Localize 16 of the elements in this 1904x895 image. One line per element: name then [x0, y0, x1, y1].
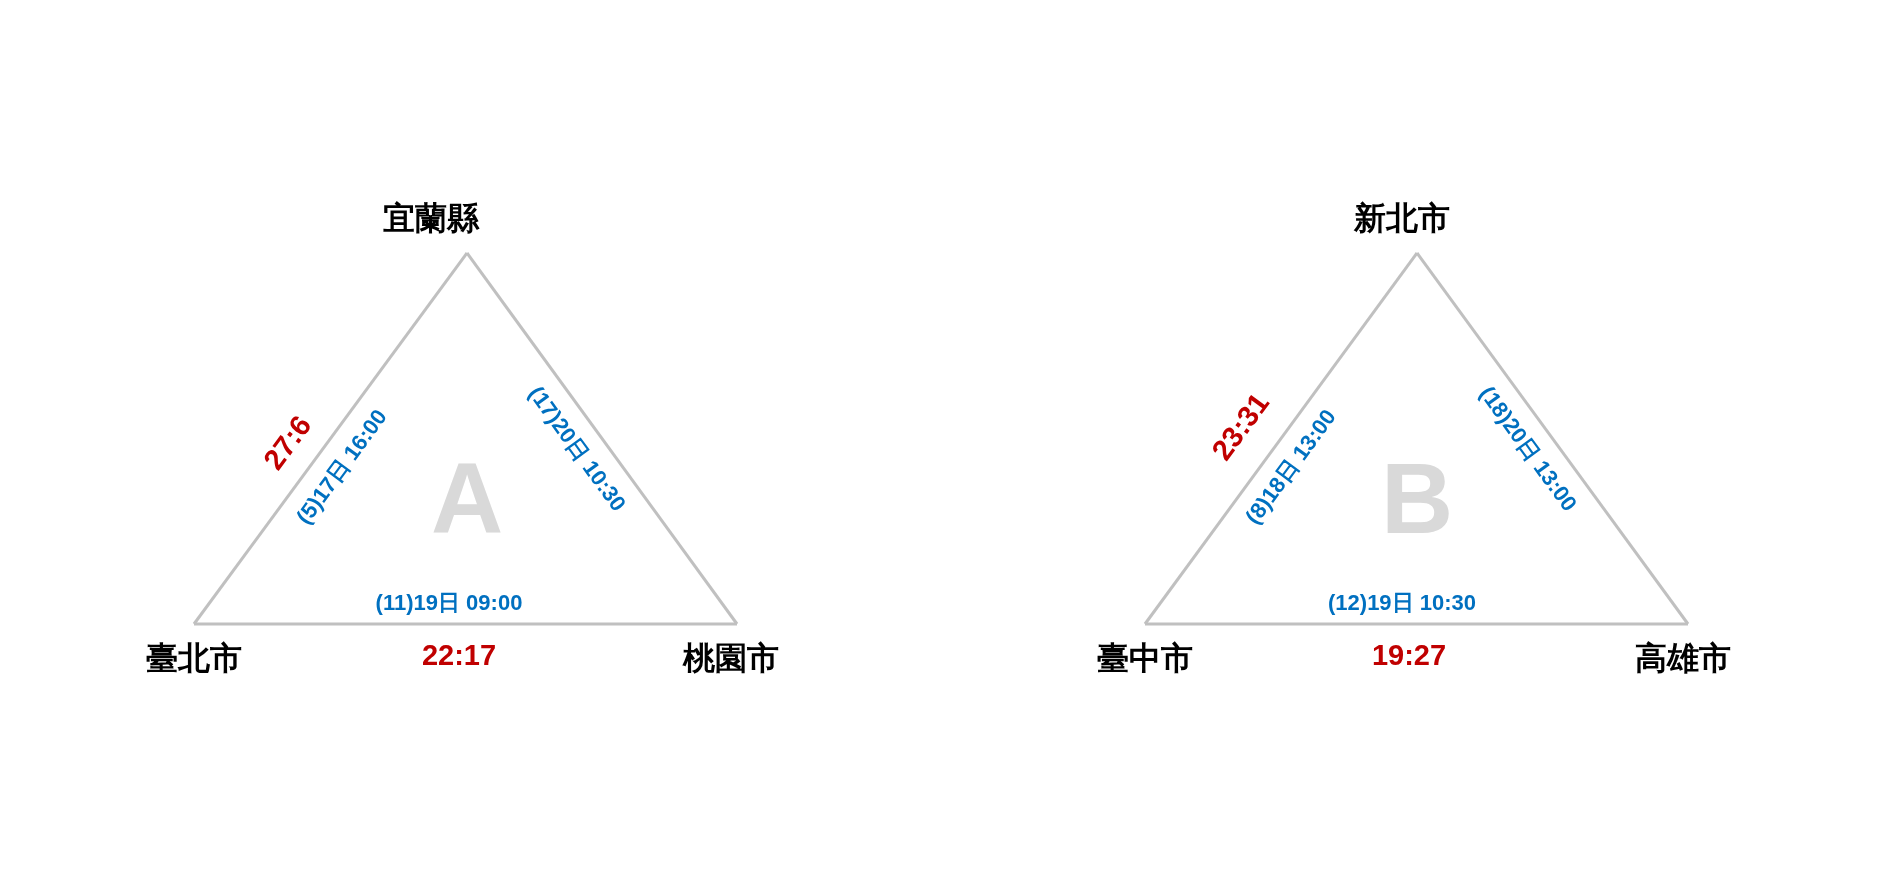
city-label: 臺北市 [146, 641, 242, 677]
city-label: 高雄市 [1635, 641, 1731, 677]
score-label: 22:17 [421, 640, 497, 672]
city-label: 臺中市 [1097, 641, 1193, 677]
triangle-side [1143, 252, 1419, 625]
triangle-side [465, 252, 739, 625]
triangle-side [1145, 622, 1688, 626]
triangle-side [1415, 252, 1690, 625]
triangle-side [194, 622, 737, 626]
city-label: 新北市 [1354, 201, 1450, 237]
city-label: 宜蘭縣 [383, 201, 479, 237]
city-label: 桃園市 [683, 641, 779, 677]
score-label: 19:27 [1371, 640, 1447, 672]
edge-label: (12)19日 10:30 [1326, 590, 1478, 616]
edge-label: (11)19日 09:00 [373, 590, 525, 616]
triangle-side [192, 252, 469, 625]
